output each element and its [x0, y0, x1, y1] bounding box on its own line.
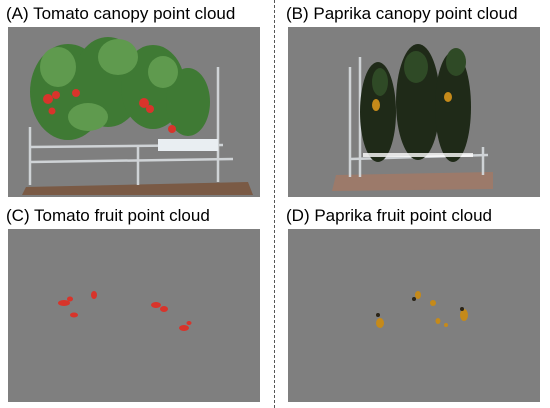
panel-title-c: (C) Tomato fruit point cloud — [6, 206, 210, 225]
panel-title-d: (D) Paprika fruit point cloud — [286, 206, 492, 225]
paprika-fruit-image — [288, 229, 540, 402]
paprika-canopy-image — [288, 27, 540, 197]
panel-title-b: (B) Paprika canopy point cloud — [286, 4, 518, 23]
tomato-canopy-image — [8, 27, 260, 197]
panel-title-a: (A) Tomato canopy point cloud — [6, 4, 236, 23]
tomato-fruit-image — [8, 229, 260, 402]
panel-divider — [274, 0, 275, 408]
